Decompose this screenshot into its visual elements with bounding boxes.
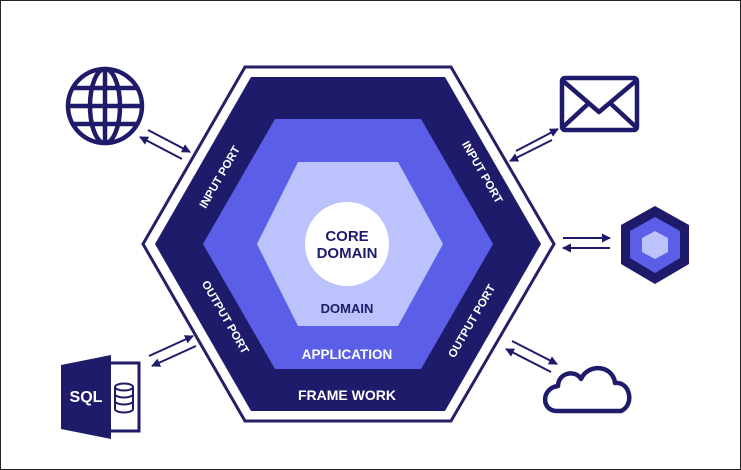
globe-icon	[65, 66, 145, 146]
cloud-icon	[542, 366, 632, 414]
database-cylinder-icon	[114, 382, 134, 414]
sql-label: SQL	[70, 389, 103, 406]
envelope-icon	[559, 75, 640, 133]
arrow-mail	[509, 128, 559, 162]
arrow-cloud	[505, 340, 558, 373]
arrow-globe	[139, 129, 191, 160]
arrow-database	[148, 335, 197, 367]
hexagon-service-icon	[621, 206, 689, 284]
sql-database-icon: SQL	[61, 355, 141, 439]
core-label-line1: CORE	[325, 228, 368, 245]
framework-label: FRAME WORK	[298, 387, 396, 403]
arrow-service	[562, 233, 611, 253]
core-label-line2: DOMAIN	[317, 245, 378, 262]
application-label: APPLICATION	[302, 347, 393, 362]
core-domain-circle	[305, 202, 389, 286]
domain-label: DOMAIN	[321, 301, 374, 316]
